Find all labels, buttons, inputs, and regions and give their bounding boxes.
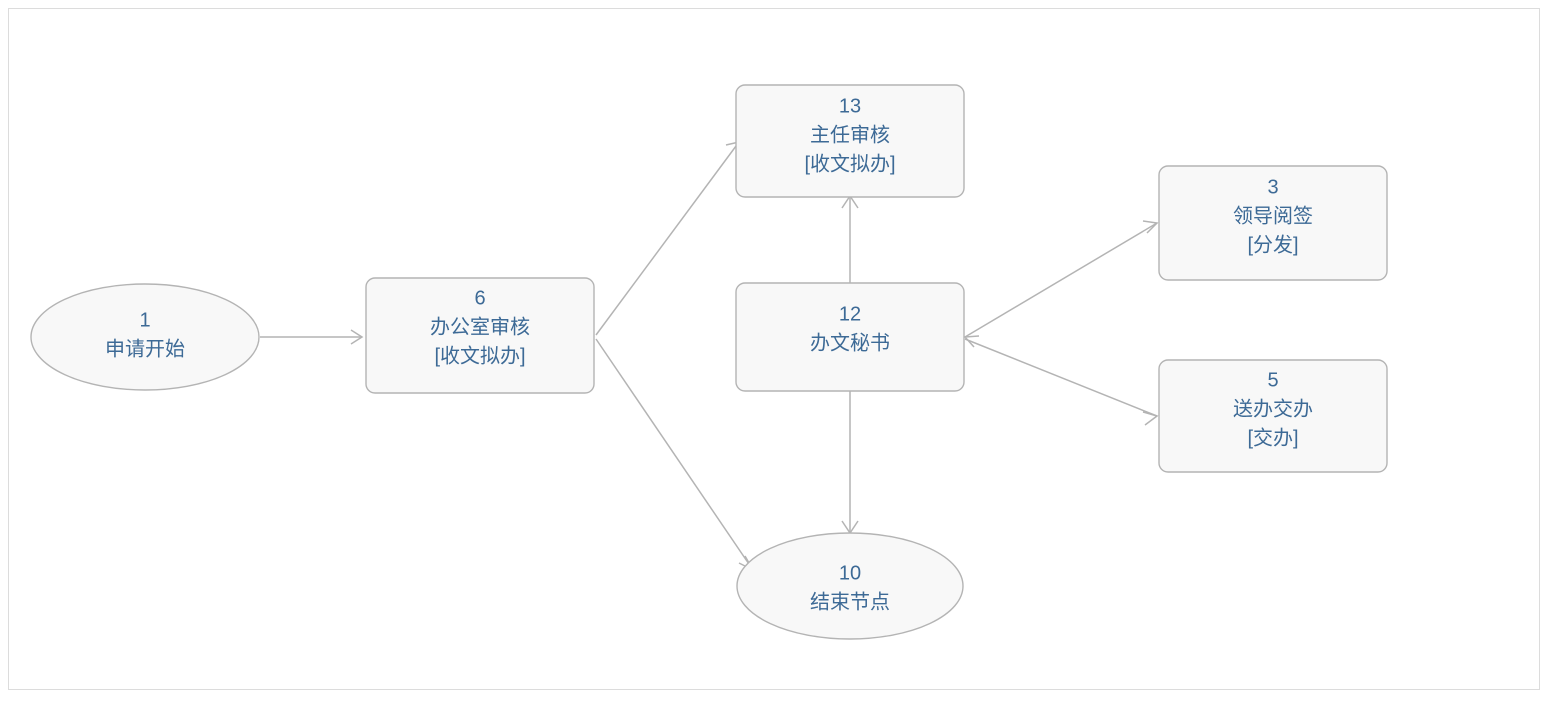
assign-handling-node-number: 5	[1267, 369, 1278, 391]
office-review-node-title: 办公室审核	[430, 315, 530, 338]
edge-12-to-3[interactable]	[963, 220, 1159, 348]
document-secretary-node-number: 12	[839, 303, 861, 325]
node-start-node[interactable]: 1 申请开始	[30, 283, 260, 391]
edge-6-to-13[interactable]	[595, 141, 740, 336]
leader-signature-node-number: 3	[1267, 176, 1278, 198]
node-director-review-node[interactable]: 13 主任审核 [收文拟办]	[735, 84, 965, 198]
edge-12-to-13[interactable]	[841, 194, 859, 283]
leader-signature-node-shape	[1158, 165, 1388, 281]
leader-signature-node-title: 领导阅签	[1233, 204, 1313, 227]
edge-12-to-5-arrowhead	[1142, 411, 1159, 426]
director-review-node-shape	[735, 84, 965, 198]
office-review-node-shape	[365, 277, 595, 394]
edge-1-to-6-arrowhead	[350, 329, 364, 345]
edge-6-to-10[interactable]	[595, 338, 755, 572]
director-review-node-bracket: [收文拟办]	[804, 152, 895, 175]
node-assign-handling-node[interactable]: 5 送办交办 [交办]	[1158, 359, 1388, 473]
end-node-number: 10	[839, 562, 861, 584]
office-review-node-number: 6	[474, 287, 485, 309]
edge-12-to-5-line	[964, 338, 1158, 417]
start-node-title: 申请开始	[105, 337, 185, 360]
edge-3-to-12-arrowhead	[963, 335, 980, 348]
director-review-node-number: 13	[839, 95, 861, 117]
edge-6-to-10-line	[595, 338, 754, 571]
document-secretary-node-title: 办文秘书	[810, 331, 890, 354]
node-leader-signature-node[interactable]: 3 领导阅签 [分发]	[1158, 165, 1388, 281]
office-review-node-bracket: [收文拟办]	[434, 344, 525, 367]
edge-12-to-3-line	[964, 222, 1158, 338]
edge-12-to-10[interactable]	[841, 391, 859, 535]
document-secretary-node-shape	[735, 282, 965, 392]
assign-handling-node-bracket: [交办]	[1247, 426, 1298, 449]
node-office-review-node[interactable]: 6 办公室审核 [收文拟办]	[365, 277, 595, 394]
edge-12-to-5[interactable]	[964, 338, 1159, 426]
start-node-number: 1	[139, 309, 150, 331]
assign-handling-node-title: 送办交办	[1233, 397, 1313, 420]
director-review-node-title: 主任审核	[810, 123, 890, 146]
node-layer: 1 申请开始 6 办公室审核 [收文拟办] 13 主任审核 [收文拟办] 12 …	[30, 84, 1388, 640]
edge-12-to-3-arrowhead	[1142, 220, 1159, 234]
node-end-node[interactable]: 10 结束节点	[736, 532, 964, 640]
edge-6-to-13-line	[595, 141, 740, 336]
end-node-shape	[736, 532, 964, 640]
edge-1-to-6[interactable]	[260, 329, 364, 345]
node-document-secretary-node[interactable]: 12 办文秘书	[735, 282, 965, 392]
leader-signature-node-bracket: [分发]	[1247, 233, 1298, 256]
assign-handling-node-shape	[1158, 359, 1388, 473]
start-node-shape	[30, 283, 260, 391]
end-node-title: 结束节点	[810, 590, 890, 613]
